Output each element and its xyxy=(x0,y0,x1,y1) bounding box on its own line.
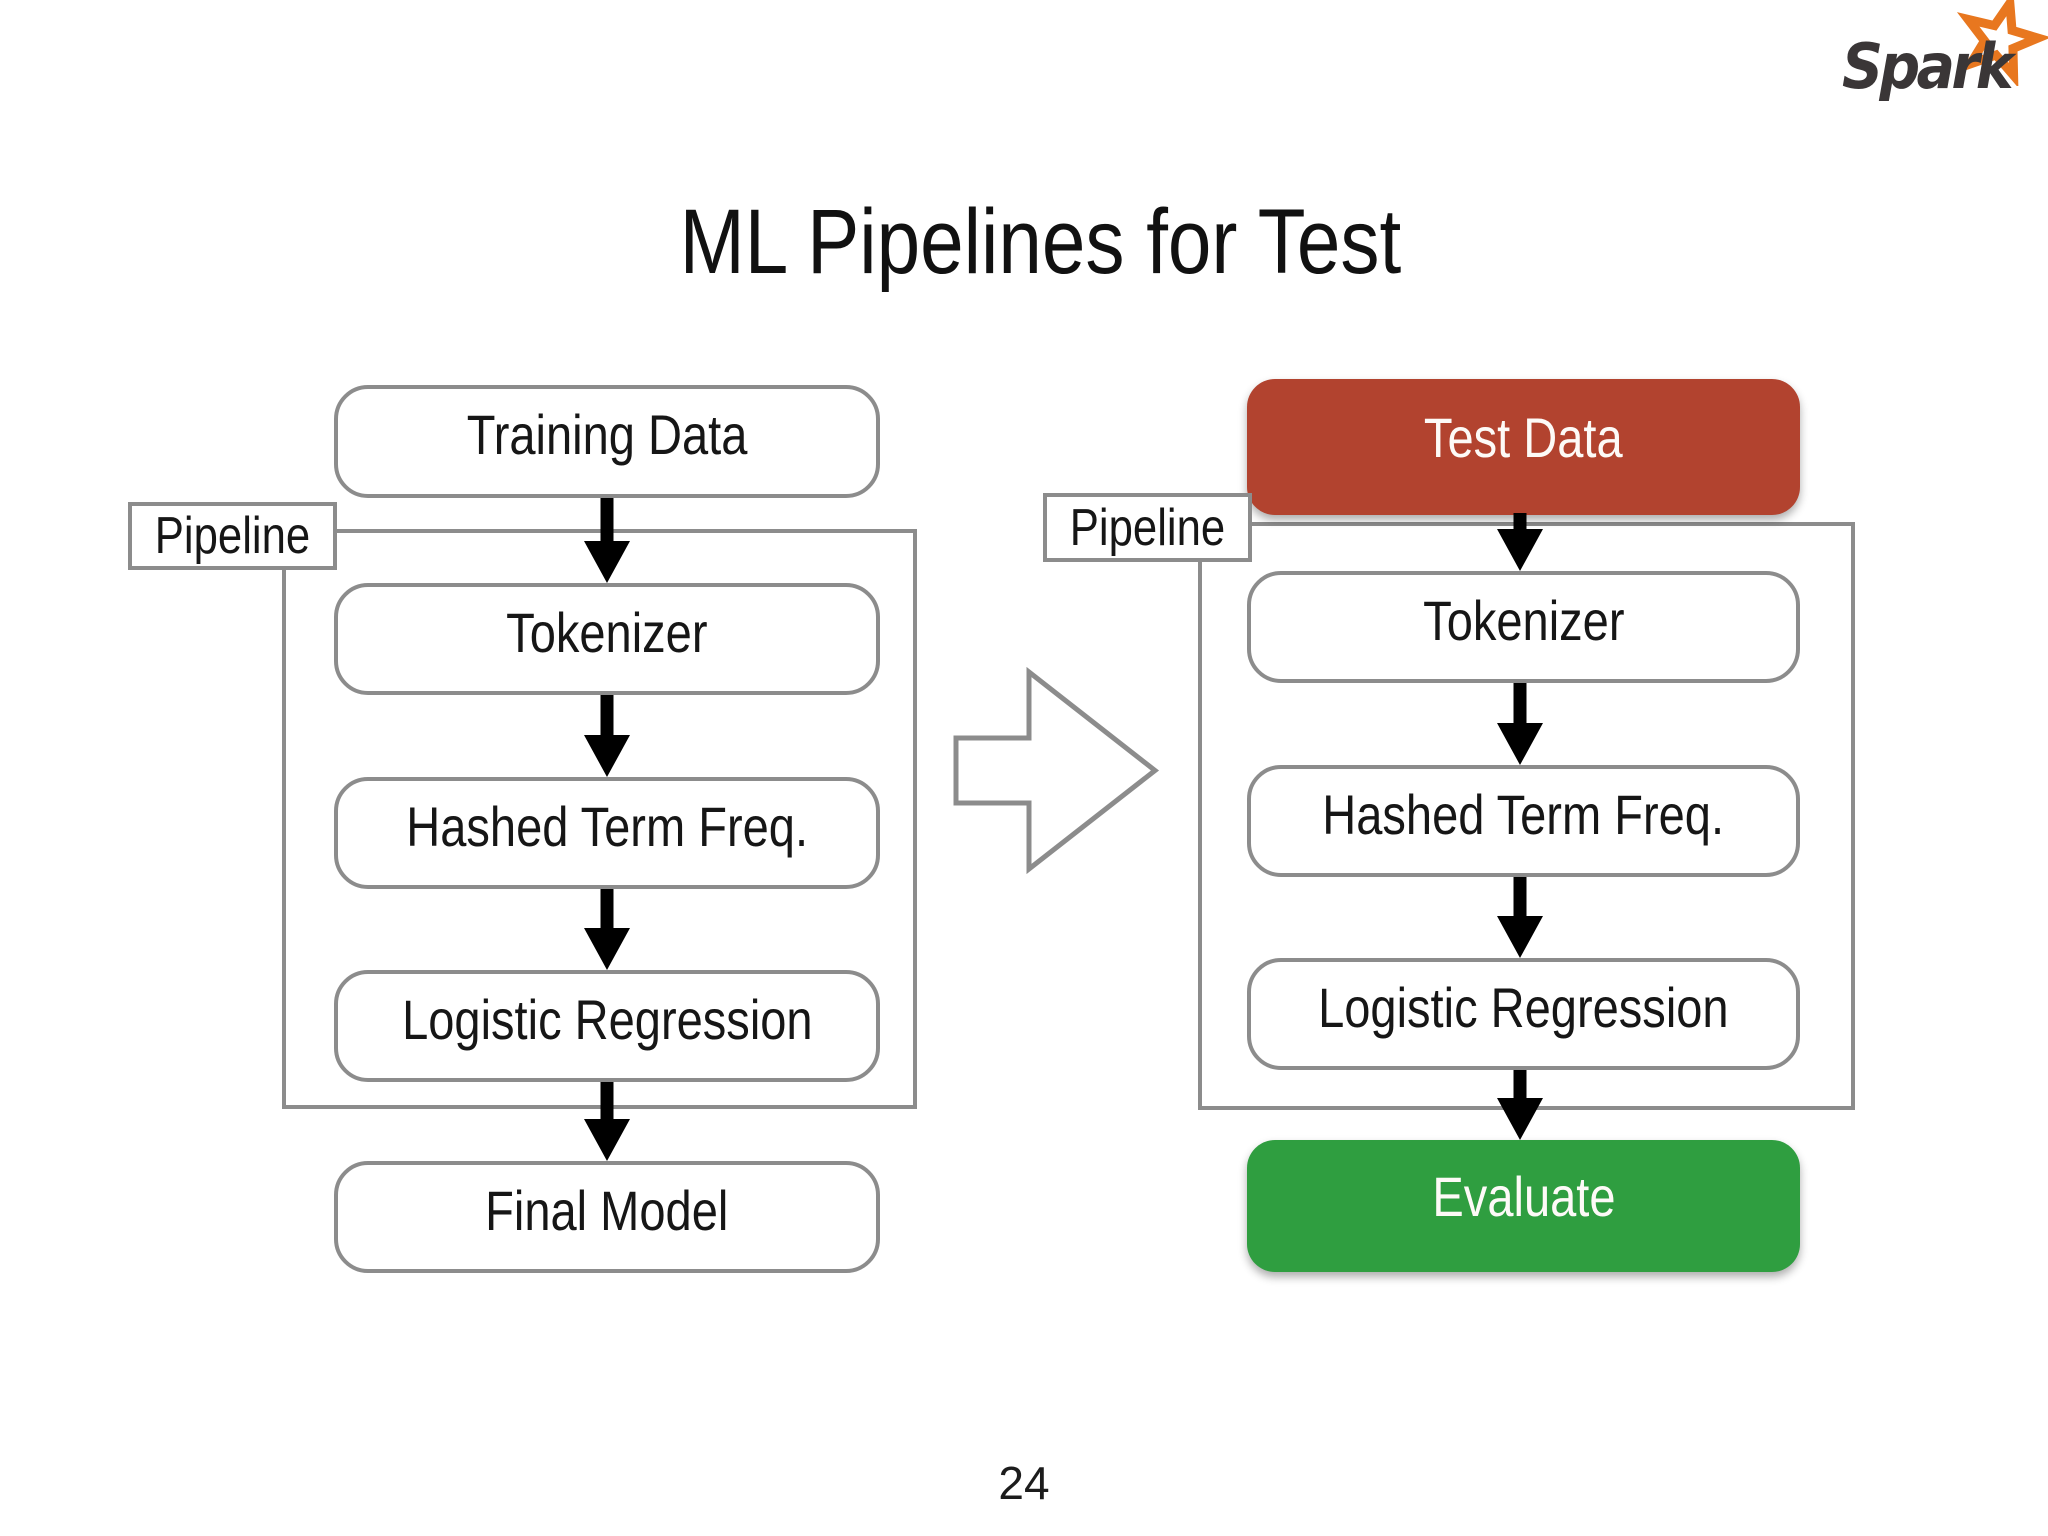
arrow-down-icon xyxy=(1497,513,1543,571)
arrow-down-icon xyxy=(1497,683,1543,765)
pipeline-container-left xyxy=(282,529,917,1109)
pipeline-label-text: Pipeline xyxy=(154,507,311,565)
node-label: Test Data xyxy=(1424,405,1623,469)
node-logistic-regression-left: Logistic Regression xyxy=(334,970,880,1082)
node-evaluate: Evaluate xyxy=(1247,1140,1800,1272)
node-tokenizer-right: Tokenizer xyxy=(1247,571,1800,683)
node-label: Tokenizer xyxy=(1422,588,1625,652)
node-hashed-term-freq-right: Hashed Term Freq. xyxy=(1247,765,1800,877)
pipeline-label-text: Pipeline xyxy=(1069,498,1226,557)
arrow-down-icon xyxy=(1497,877,1543,958)
slide-title: ML Pipelines for Test xyxy=(679,191,1401,293)
arrow-down-icon xyxy=(1497,1070,1543,1140)
node-label: Logistic Regression xyxy=(401,987,813,1051)
node-test-data: Test Data xyxy=(1247,379,1800,515)
arrow-down-icon xyxy=(584,695,630,777)
node-label: Tokenizer xyxy=(506,600,708,664)
node-hashed-term-freq-left: Hashed Term Freq. xyxy=(334,777,880,889)
page-title-row: ML Pipelines for Test xyxy=(0,182,2048,302)
node-label: Hashed Term Freq. xyxy=(1322,782,1725,846)
spark-logo-text: Spark xyxy=(1842,30,2014,103)
node-final-model: Final Model xyxy=(334,1161,880,1273)
node-logistic-regression-right: Logistic Regression xyxy=(1247,958,1800,1070)
flow-arrow-right-icon xyxy=(953,667,1160,874)
arrow-down-icon xyxy=(584,889,630,970)
arrow-down-icon xyxy=(584,1082,630,1161)
pipeline-label-right: Pipeline xyxy=(1043,493,1252,562)
arrow-down-icon xyxy=(584,498,630,583)
pipeline-label-left: Pipeline xyxy=(128,502,337,570)
node-tokenizer-left: Tokenizer xyxy=(334,583,880,695)
node-label: Training Data xyxy=(466,403,748,466)
node-label: Evaluate xyxy=(1431,1164,1616,1228)
node-training-data: Training Data xyxy=(334,385,880,498)
node-label: Final Model xyxy=(485,1178,729,1242)
node-label: Logistic Regression xyxy=(1318,975,1729,1039)
node-label: Hashed Term Freq. xyxy=(406,794,808,858)
spark-star-icon xyxy=(1956,0,2048,86)
page-number: 24 xyxy=(998,1457,1050,1509)
